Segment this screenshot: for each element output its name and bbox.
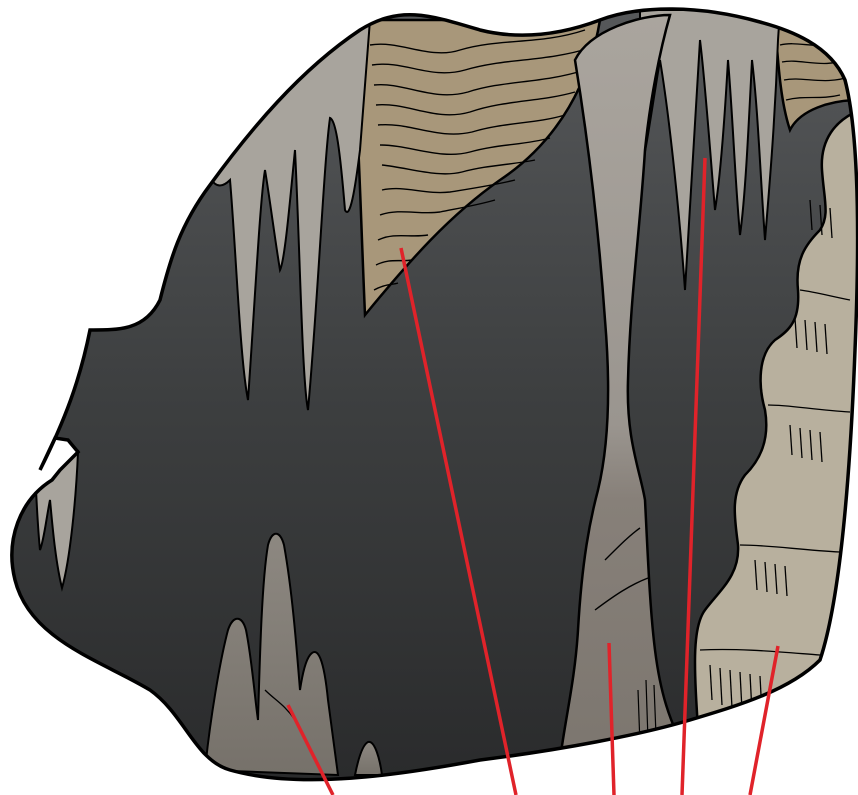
cave-illustration xyxy=(0,0,858,795)
cave-diagram xyxy=(0,0,858,795)
